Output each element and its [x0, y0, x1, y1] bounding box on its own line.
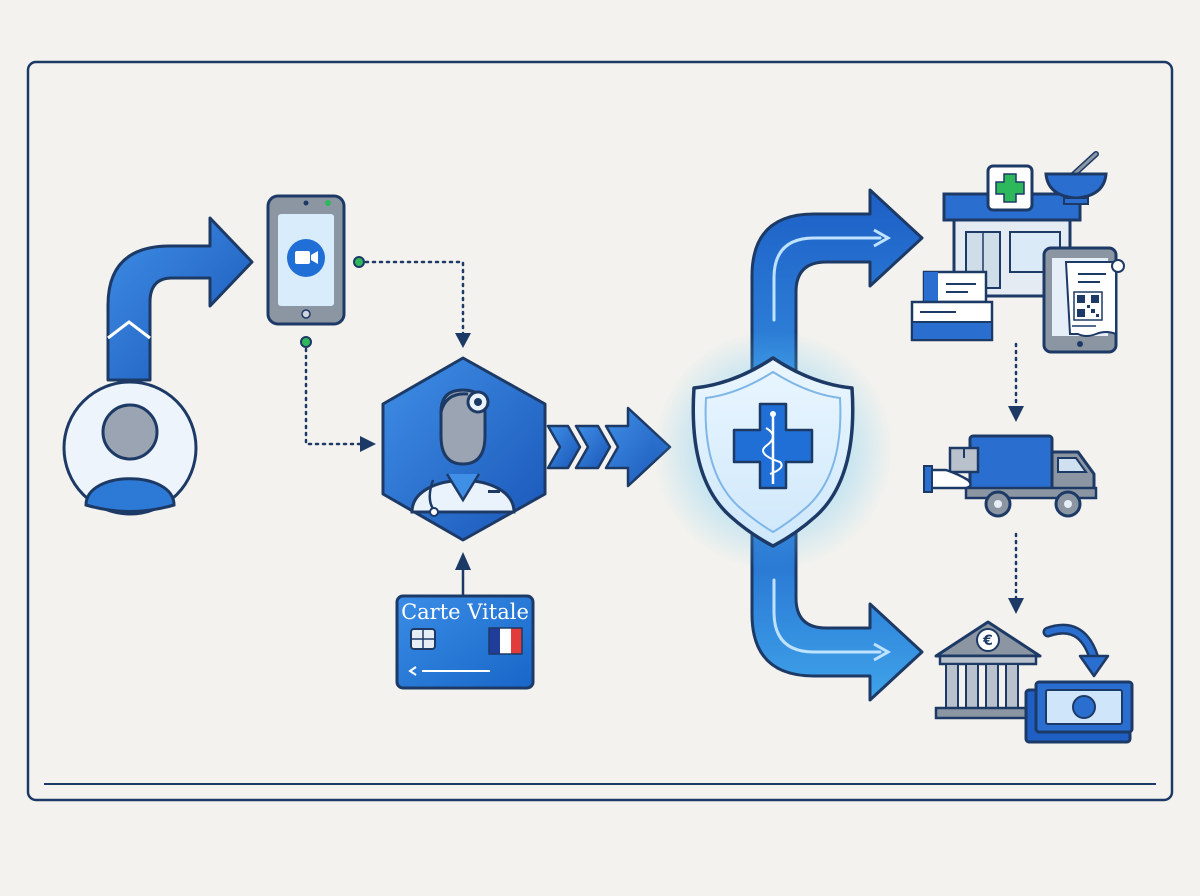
doctor-to-insurance-arrow	[546, 406, 672, 488]
patient-person-icon	[62, 380, 198, 516]
carte-vitale-label: Carte Vitale	[401, 600, 529, 624]
shield-cross-icon	[653, 330, 893, 570]
chip-icon	[410, 628, 436, 650]
euro-symbol: €	[982, 633, 993, 649]
green-cross-sign-icon	[986, 164, 1034, 212]
mortar-pestle-icon	[1044, 151, 1108, 205]
pharmacy-to-delivery-dotted-arrow	[1008, 342, 1024, 422]
smartphone-video-icon	[266, 194, 346, 326]
banknote-payment-icon	[1024, 623, 1134, 744]
delivery-to-reimbursement-dotted-arrow	[1008, 532, 1024, 614]
phone-to-doctor-dotted-connector-top	[353, 256, 471, 348]
diagram-frame	[26, 60, 1174, 802]
bank-euro-icon: €	[934, 620, 1042, 720]
french-flag-icon	[488, 627, 523, 655]
medicine-boxes-icon	[910, 270, 994, 342]
phone-to-doctor-dotted-connector-left	[300, 336, 376, 452]
tablet-qr-prescription-icon	[1042, 246, 1125, 354]
hand-package-icon	[923, 446, 980, 493]
pharmacy-icon	[910, 151, 1108, 342]
carte-vitale-card: Carte Vitale	[395, 594, 535, 690]
caduceus-icon	[762, 411, 783, 484]
patient-to-phone-arrow	[106, 216, 254, 382]
card-to-doctor-arrow	[455, 552, 471, 596]
qr-code-icon	[1073, 291, 1103, 321]
doctor-icon	[381, 356, 547, 542]
delivery-truck-icon	[923, 434, 1098, 518]
